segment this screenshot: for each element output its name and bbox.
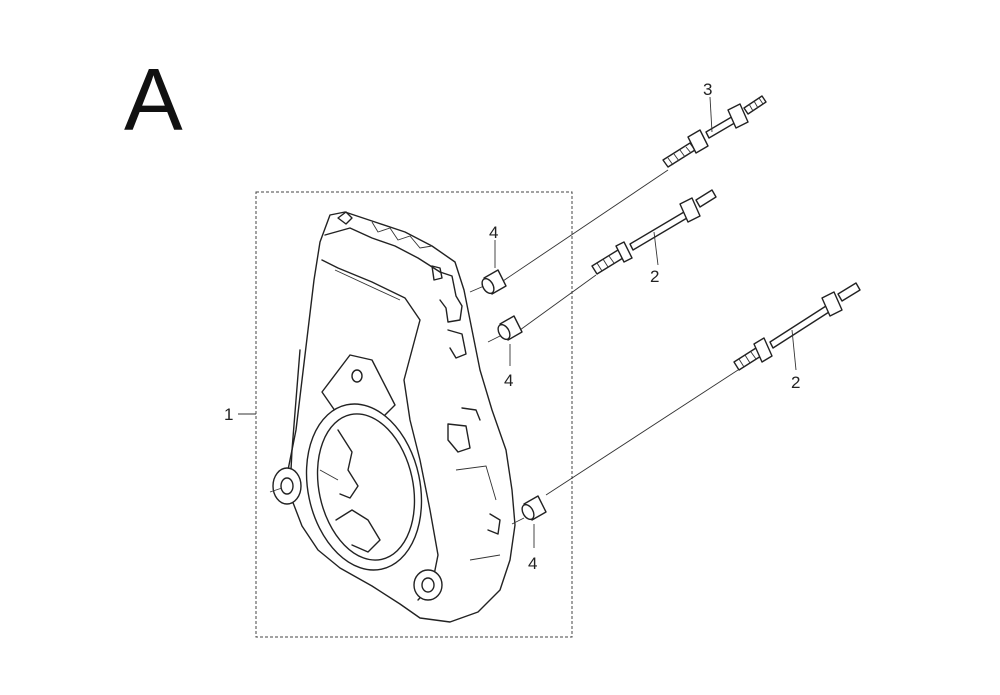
fan-cover-bottom-boss-hole: [421, 577, 435, 593]
fan-cover-upper-hole: [351, 369, 363, 383]
fan-cover-upper-tab: [431, 265, 443, 281]
callout-bolt-upper: 2: [650, 267, 659, 286]
stud-thread-lines-lower: [667, 146, 692, 166]
fan-cover-guard-lower: [335, 509, 381, 553]
bolt-lower-flange: [821, 291, 843, 317]
fan-cover-side-tab: [447, 423, 471, 453]
bolt-upper-center-line: [519, 274, 597, 331]
fan-cover-body: [287, 211, 516, 623]
callout-cover: 1: [224, 405, 233, 424]
bolt-upper-flange: [679, 197, 701, 223]
fan-cover-left-axis: [269, 487, 283, 493]
fan-cover-plate-line: [334, 269, 401, 301]
bolt-upper-thread: [591, 249, 624, 275]
fan-cover-guard-upper: [337, 429, 359, 499]
callout-collar-bottom: 4: [528, 554, 537, 573]
fan-cover-left-boss-hole: [280, 477, 294, 495]
bolt-lower-thread-lines: [738, 351, 757, 368]
bolt-upper-collar: [615, 241, 633, 263]
fan-cover-intake-ring-outer: [305, 403, 423, 571]
leader-line-bolt-lower: [791, 329, 797, 371]
collar-bottom-axis: [511, 517, 525, 525]
fan-cover-lower-notch: [487, 513, 501, 535]
fan-cover-part: [269, 211, 516, 623]
bolt-lower-shank: [769, 305, 830, 349]
bolt-upper-shank: [629, 211, 688, 251]
fan-cover-side-step: [461, 407, 481, 421]
callout-bolt-lower: 2: [791, 373, 800, 392]
fan-cover-upper-clip: [439, 271, 463, 323]
stud-center-line: [499, 169, 669, 284]
stud-thread-upper: [743, 95, 767, 115]
assembly-boundary-box: [255, 191, 573, 638]
bolt-lower-tip: [837, 282, 861, 302]
flange-bolt-lower-part-2: [545, 282, 861, 496]
collar-mid-part-4: [487, 315, 523, 366]
stud-flange: [727, 103, 749, 129]
leader-line-stud: [709, 96, 713, 133]
bolt-upper-tip: [695, 189, 717, 208]
fan-cover-bottom-rib: [469, 554, 501, 561]
callout-stud: 3: [703, 80, 712, 99]
collar-bottom-end: [521, 503, 535, 521]
collar-top-axis: [469, 285, 485, 293]
fan-cover-lower-rib: [455, 465, 497, 501]
leader-line-bolt-upper: [653, 231, 659, 266]
stud-thread-lines-upper: [748, 97, 764, 112]
collar-bottom-part-4: [511, 495, 547, 548]
callout-collar-mid: 4: [504, 371, 513, 390]
section-letter: A: [124, 50, 183, 149]
fan-cover-mid-clip: [447, 329, 467, 359]
callout-collar-top: 4: [489, 223, 498, 242]
fan-cover-intake-ring-inner: [316, 413, 416, 561]
fan-cover-top-ribs: [371, 221, 433, 249]
bolt-lower-collar: [753, 337, 773, 363]
bolt-upper-thread-lines: [596, 255, 615, 272]
fan-cover-top-tab: [337, 211, 353, 225]
stud-bolt-part-3: [499, 95, 767, 284]
collar-top-part-4: [469, 240, 507, 295]
collar-mid-axis: [487, 335, 501, 343]
fan-cover-inner-edge: [321, 259, 439, 601]
fan-cover-top-rim: [324, 227, 441, 273]
collar-top-end: [481, 277, 495, 295]
collar-mid-end: [497, 323, 511, 341]
flange-bolt-upper-part-2: [519, 189, 717, 331]
stud-collar-nut: [687, 129, 709, 154]
stud-thread-lower: [662, 142, 696, 168]
bolt-lower-center-line: [545, 369, 739, 496]
fan-cover-guard-spoke: [319, 469, 339, 481]
